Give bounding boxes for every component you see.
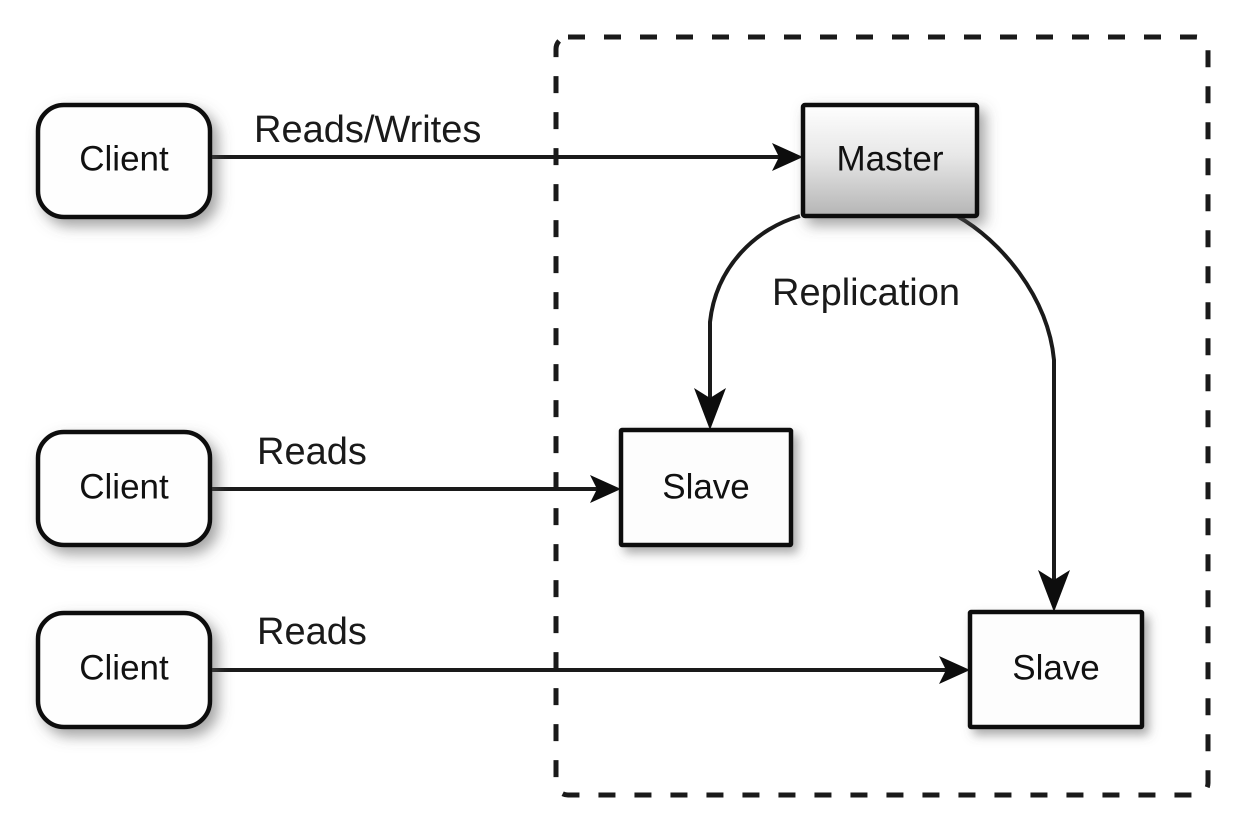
client-3-label: Client bbox=[79, 648, 169, 687]
edge-master-to-slave2-curve bbox=[956, 214, 1056, 590]
slave-1-box[interactable] bbox=[618, 427, 794, 548]
client-3-box[interactable] bbox=[35, 610, 213, 730]
master-box[interactable] bbox=[800, 102, 980, 219]
node-client-3[interactable]: Client bbox=[35, 610, 213, 730]
database-cluster-boundary bbox=[553, 34, 1211, 798]
master-label: Master bbox=[837, 139, 944, 178]
edge-label-reads-slave2: Reads bbox=[257, 611, 367, 653]
edge-label-replication: Replication bbox=[772, 272, 960, 314]
arrowhead-into-slave1-left bbox=[590, 475, 621, 503]
arrowhead-into-master bbox=[772, 143, 803, 171]
edge-label-reads-writes: Reads/Writes bbox=[254, 109, 481, 151]
slave-2-box[interactable] bbox=[967, 609, 1145, 730]
slave-1-label: Slave bbox=[662, 467, 750, 506]
client-2-box[interactable] bbox=[35, 429, 213, 548]
edge-master-to-slave1-curve bbox=[708, 214, 801, 408]
node-slave-1[interactable]: Slave bbox=[618, 427, 794, 548]
edge-label-reads-slave1: Reads bbox=[257, 431, 367, 473]
slave-2-label: Slave bbox=[1012, 648, 1100, 687]
node-client-2[interactable]: Client bbox=[35, 429, 213, 548]
client-1-box[interactable] bbox=[35, 102, 213, 220]
node-client-1[interactable]: Client bbox=[35, 102, 213, 220]
arrowhead-into-slave1-top bbox=[694, 388, 726, 430]
node-slave-2[interactable]: Slave bbox=[967, 609, 1145, 730]
node-master[interactable]: Master bbox=[800, 102, 980, 219]
arrowhead-into-slave2-top bbox=[1038, 570, 1070, 612]
client-1-label: Client bbox=[79, 139, 169, 178]
arrowhead-into-slave2-left bbox=[939, 656, 970, 684]
client-2-label: Client bbox=[79, 467, 169, 506]
